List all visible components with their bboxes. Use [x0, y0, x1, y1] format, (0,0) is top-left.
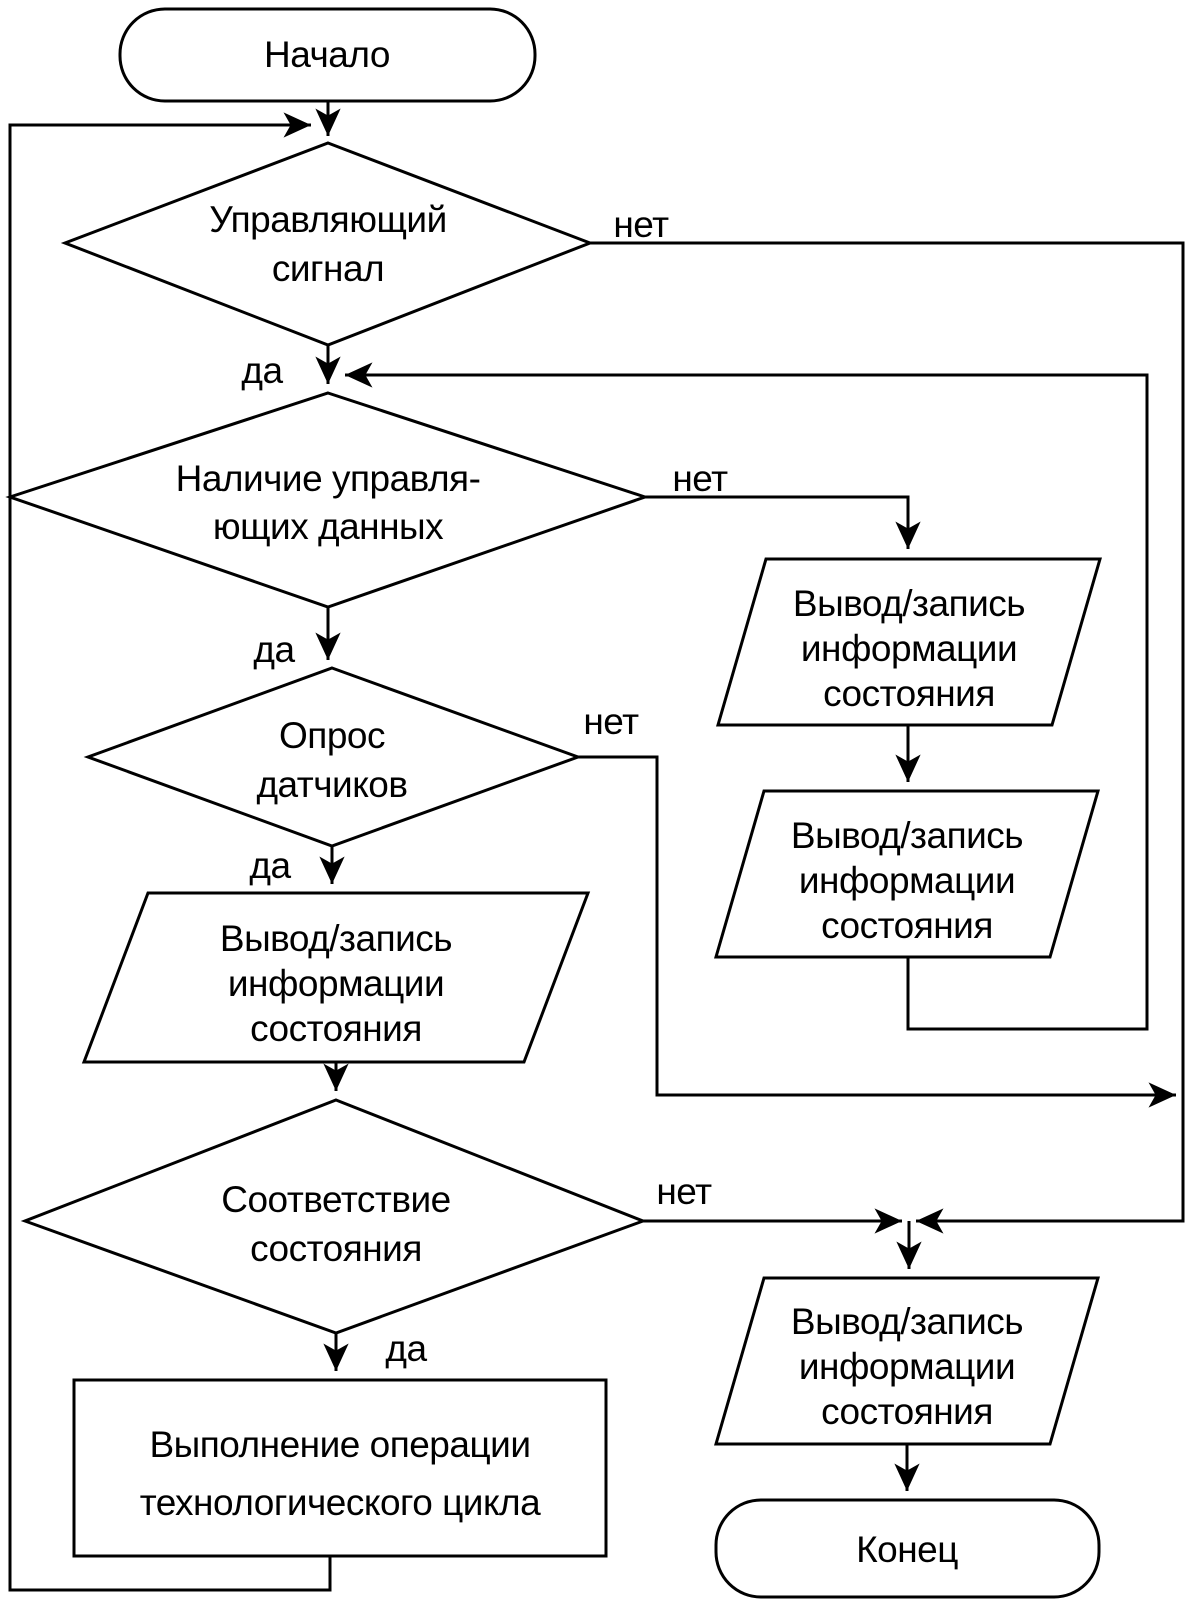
end-terminator: Конец	[714, 1498, 1101, 1599]
decision-state-match-line2: состояния	[250, 1228, 422, 1269]
label-control-signal-yes: да	[241, 350, 283, 391]
io-right-top-line2: информации	[801, 628, 1017, 669]
io-left-line3: состояния	[250, 1008, 422, 1049]
io-right-top: Вывод/запись информации состояния	[716, 557, 1102, 727]
io-right-bottom: Вывод/запись информации состояния	[714, 789, 1100, 959]
io-left-shape	[81, 891, 591, 1064]
decision-control-data-line1: Наличие управля-	[176, 458, 481, 499]
io-right-bottom-line1: Вывод/запись	[791, 815, 1023, 856]
decision-control-data: Наличие управля- ющих данных	[5, 391, 650, 609]
decision-control-signal-line1: Управляющий	[209, 199, 447, 240]
edge-sensor-poll-no	[578, 755, 1176, 1108]
decision-control-data-line2: ющих данных	[213, 506, 444, 547]
io-left-line2: информации	[228, 963, 444, 1004]
io-final-line1: Вывод/запись	[791, 1301, 1023, 1342]
process-tech-cycle: Выполнение операции технологического цик…	[72, 1378, 608, 1558]
edge-control-data-no	[645, 495, 921, 549]
start-terminator-label: Начало	[264, 34, 390, 75]
decision-state-match: Соответствие состояния	[20, 1098, 648, 1335]
start-terminator-shape	[118, 7, 537, 103]
edge-control-signal-no	[590, 241, 1185, 1234]
label-state-match-yes: да	[385, 1328, 427, 1369]
io-right-bottom-line2: информации	[799, 860, 1015, 901]
decision-control-signal-shape	[60, 141, 595, 347]
label-sensor-poll-no: нет	[583, 701, 639, 742]
decision-state-match-line1: Соответствие	[221, 1179, 450, 1220]
edge-process-loop-to-top	[8, 112, 332, 1592]
io-right-top-line1: Вывод/запись	[793, 583, 1025, 624]
decision-control-data-shape	[5, 391, 650, 609]
decision-state-match-shape	[20, 1098, 648, 1335]
end-terminator-label: Конец	[856, 1529, 958, 1570]
decision-sensor-poll-line1: Опрос	[279, 715, 385, 756]
io-right-bottom-shape	[714, 789, 1100, 959]
io-right-top-shape	[716, 557, 1102, 727]
decision-control-signal: Управляющий сигнал	[60, 141, 595, 347]
decision-sensor-poll: Опрос датчиков	[83, 666, 583, 848]
edges	[8, 101, 1185, 1592]
label-control-data-no: нет	[672, 458, 728, 499]
label-control-signal-no: нет	[613, 204, 669, 245]
start-terminator: Начало	[118, 7, 537, 103]
process-tech-cycle-line2: технологического цикла	[140, 1482, 541, 1523]
process-tech-cycle-shape	[72, 1378, 608, 1558]
branch-labels: нет да нет да нет да нет да	[241, 204, 728, 1369]
io-right-top-line3: состояния	[823, 673, 995, 714]
io-right-bottom-line3: состояния	[821, 905, 993, 946]
io-final-line2: информации	[799, 1346, 1015, 1387]
io-left-line1: Вывод/запись	[220, 918, 452, 959]
process-tech-cycle-line1: Выполнение операции	[149, 1424, 530, 1465]
end-terminator-shape	[714, 1498, 1101, 1599]
decision-sensor-poll-line2: датчиков	[256, 764, 407, 805]
label-control-data-yes: да	[253, 629, 295, 670]
label-sensor-poll-yes: да	[249, 845, 291, 886]
label-state-match-no: нет	[656, 1171, 712, 1212]
io-final: Вывод/запись информации состояния	[714, 1276, 1100, 1446]
decision-control-signal-line2: сигнал	[272, 248, 384, 289]
decision-sensor-poll-shape	[83, 666, 583, 848]
io-left: Вывод/запись информации состояния	[81, 891, 591, 1064]
io-final-line3: состояния	[821, 1391, 993, 1432]
edge-io-loop-to-control-data	[345, 362, 1149, 1031]
io-final-shape	[714, 1276, 1100, 1446]
